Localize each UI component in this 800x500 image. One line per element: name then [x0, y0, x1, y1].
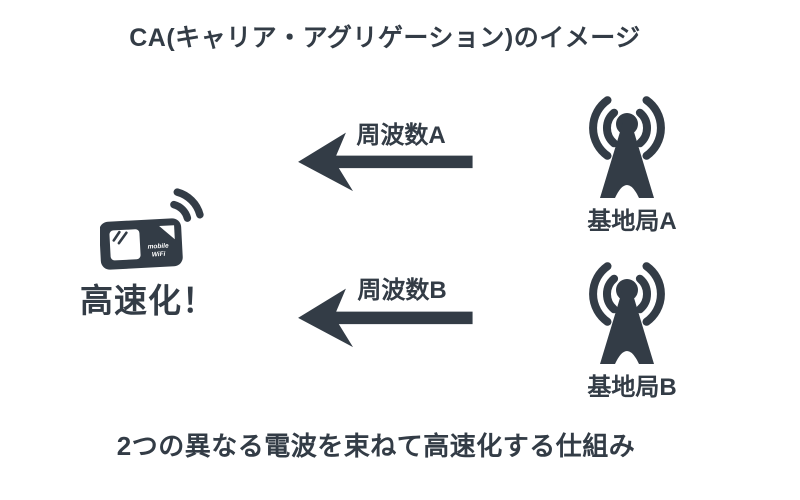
router-brand-line2: WiFi — [152, 251, 166, 259]
base-station-b-label: 基地局B — [587, 374, 677, 401]
wifi-signal-icon — [170, 188, 204, 222]
speedup-label: 高速化！ — [80, 282, 216, 319]
screen-glare-marks — [112, 230, 128, 245]
frequency-a-label: 周波数A — [356, 122, 446, 149]
frequency-b-label: 周波数B — [357, 277, 447, 304]
base-station-a-icon — [589, 96, 665, 198]
router-body: mobile WiFi — [100, 218, 183, 270]
arrow-a-icon — [298, 132, 473, 192]
radio-waves-icon — [589, 262, 665, 326]
base-station-b-icon — [589, 262, 665, 364]
diagram-title: CA(キャリア・アグリゲーション)のイメージ — [129, 24, 641, 52]
diagram-caption: 2つの異なる電波を束ねて高速化する仕組み — [116, 431, 636, 461]
router-brand-line1: mobile — [148, 243, 170, 251]
mobile-wifi-router-icon: mobile WiFi — [100, 188, 204, 270]
radio-waves-icon — [589, 96, 665, 160]
base-station-a-label: 基地局A — [587, 208, 677, 235]
router-corner-triangle — [159, 225, 175, 240]
arrow-b-icon — [298, 288, 473, 348]
